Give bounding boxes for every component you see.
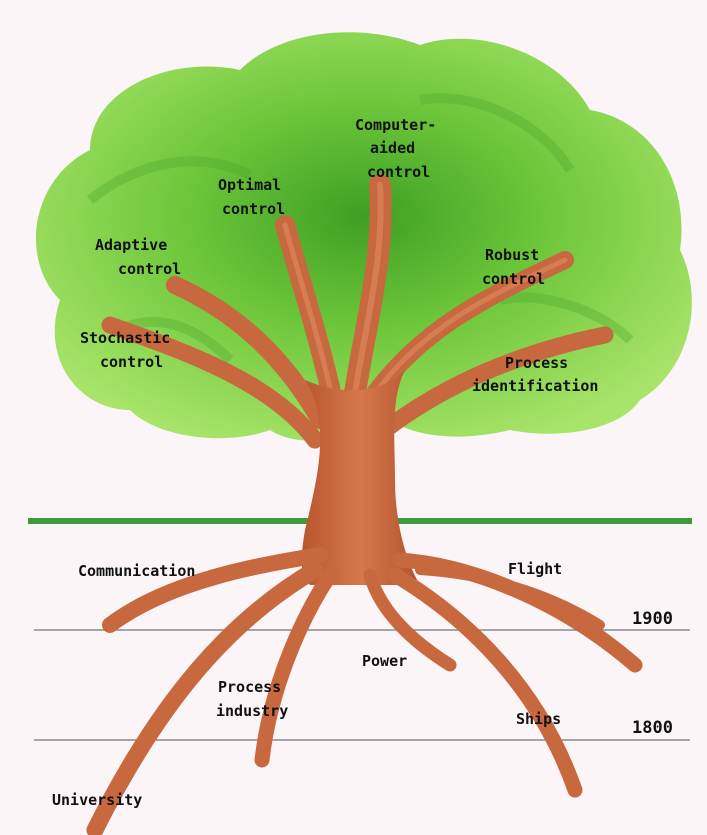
label-year-1800: 1800	[632, 718, 673, 738]
label-power: Power	[362, 652, 407, 670]
label-communication: Communication	[78, 562, 195, 580]
label-year-1900: 1900	[632, 609, 673, 629]
label-university: University	[52, 791, 142, 809]
tree-roots	[95, 555, 635, 830]
label-flight: Flight	[508, 560, 562, 578]
label-ships: Ships	[516, 710, 561, 728]
